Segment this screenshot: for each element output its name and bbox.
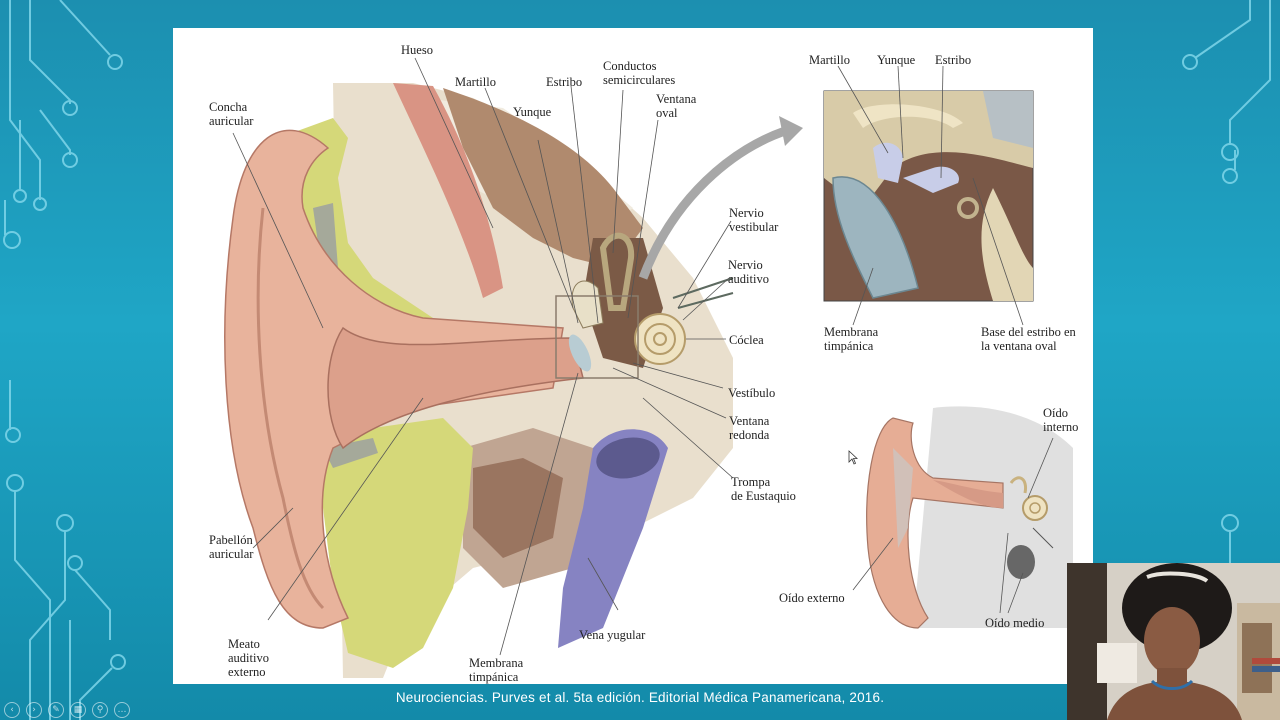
inset-leader-lines xyxy=(837,65,1024,326)
label-oido-medio: Oído medio xyxy=(985,616,1045,630)
small-ear-diagram xyxy=(866,406,1073,629)
label-ventana-oval: Ventana oval xyxy=(656,92,697,120)
label-concha-auricular: Concha auricular xyxy=(209,100,254,128)
inset-label-estribo: Estribo xyxy=(935,53,972,67)
presenter-video-frame xyxy=(1067,563,1280,720)
zoom-arrow xyxy=(638,125,790,280)
inset-label-membrana-timpanica: Membrana timpánica xyxy=(824,325,879,353)
circuit-decoration-left xyxy=(3,0,126,720)
inset-label-martillo: Martillo xyxy=(809,53,850,67)
label-oido-externo: Oído externo xyxy=(779,591,845,605)
small-cochlea xyxy=(1022,495,1048,521)
zoom-box xyxy=(555,295,639,379)
previous-slide-icon[interactable]: ‹ xyxy=(4,702,20,718)
more-options-icon[interactable]: … xyxy=(114,702,130,718)
ear-anatomy-illustration xyxy=(224,57,1073,678)
label-ventana-redonda: Ventana redonda xyxy=(729,414,770,442)
inset-ossicles-diagram xyxy=(823,90,1034,302)
slide-canvas: Hueso Martillo Estribo Conductos semicir… xyxy=(173,28,1093,684)
label-trompa-eustaquio: Trompa de Eustaquio xyxy=(731,475,796,503)
label-vestibulo: Vestíbulo xyxy=(728,386,776,400)
main-ear-diagram xyxy=(224,83,803,678)
cartilage-lower xyxy=(313,418,473,668)
label-nervio-auditivo: Nervio auditivo xyxy=(728,258,769,286)
label-nervio-vestibular: Nervio vestibular xyxy=(729,206,779,234)
middle-ear-cavity xyxy=(443,88,643,268)
jugular-vein xyxy=(558,429,668,648)
slides-grid-icon[interactable]: ▦ xyxy=(70,702,86,718)
label-vena-yugular: Vena yugular xyxy=(579,628,646,642)
label-meato-auditivo: Meato auditivo externo xyxy=(228,637,269,679)
label-coclea: Cóclea xyxy=(729,333,764,347)
inset-label-yunque: Yunque xyxy=(877,53,916,67)
inset-label-base-estribo: Base del estribo en la ventana oval xyxy=(981,325,1076,353)
label-yunque: Yunque xyxy=(513,105,552,119)
label-conductos-semicirculares: Conductos semicirculares xyxy=(603,59,676,87)
ear-canal xyxy=(327,326,584,450)
label-membrana-timpanica: Membrana timpánica xyxy=(469,656,524,684)
cochlea xyxy=(634,313,686,365)
webcam-video xyxy=(1067,563,1280,720)
next-slide-icon[interactable]: › xyxy=(26,702,42,718)
circuit-decoration-right xyxy=(1182,0,1271,563)
mouse-cursor-icon xyxy=(848,450,858,465)
pen-icon[interactable]: ✎ xyxy=(48,702,64,718)
small-leader-lines xyxy=(852,437,1054,614)
zoom-icon[interactable]: ⚲ xyxy=(92,702,108,718)
label-oido-interno: Oído interno xyxy=(1043,406,1079,434)
main-leader-lines xyxy=(232,57,734,656)
presentation-controls: ‹ › ✎ ▦ ⚲ … xyxy=(4,702,130,718)
label-estribo: Estribo xyxy=(546,75,583,89)
slide-caption: Neurociencias. Purves et al. 5ta edición… xyxy=(395,690,885,705)
label-hueso: Hueso xyxy=(401,43,433,57)
label-martillo: Martillo xyxy=(455,75,496,89)
label-pabellon-auricular: Pabellón auricular xyxy=(209,533,254,561)
